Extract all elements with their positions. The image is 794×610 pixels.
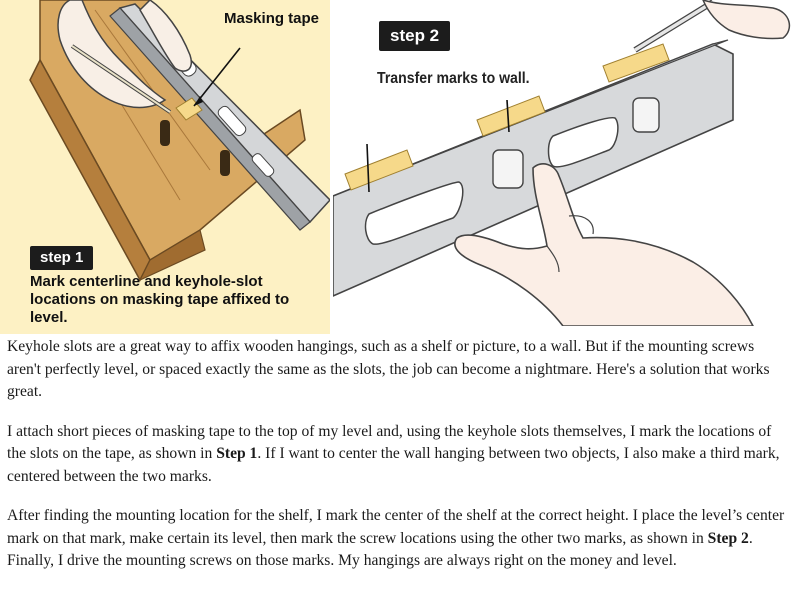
paragraph-step1-text-b: . If I want to center the wall hanging b… <box>7 445 780 485</box>
paragraph-step2: After finding the mounting location for … <box>7 505 787 573</box>
step1-illustration: Masking tape step 1 Mark centerline and … <box>0 0 330 334</box>
article-body: Keyhole slots are a great way to affix w… <box>7 336 787 590</box>
paragraph-intro: Keyhole slots are a great way to affix w… <box>7 338 770 400</box>
step1-badge: step 1 <box>30 246 94 270</box>
masking-tape-callout: Masking tape <box>224 10 320 27</box>
paragraph-step2-text-a: After finding the mounting location for … <box>7 507 785 547</box>
step2-badge: step 2 <box>379 21 451 51</box>
step2-drawing <box>333 0 791 326</box>
step2-illustration: step 2 Transfer marks to wall. <box>333 0 794 326</box>
step1-drawing <box>29 0 330 282</box>
illustration-row: Masking tape step 1 Mark centerline and … <box>0 0 794 334</box>
paragraph-step1-text-a: I attach short pieces of masking tape to… <box>7 422 772 463</box>
paragraph-step1: I attach short pieces of masking tape to… <box>7 421 787 489</box>
step2-caption: Transfer marks to wall. <box>377 70 530 87</box>
paragraph-step2-text-b: . Finally, I drive the mounting screws o… <box>7 529 753 570</box>
step1-caption: Mark centerline and keyhole-slot locatio… <box>30 273 290 326</box>
step2-reference: Step 2 <box>707 529 749 547</box>
step1-reference: Step 1 <box>216 445 258 462</box>
